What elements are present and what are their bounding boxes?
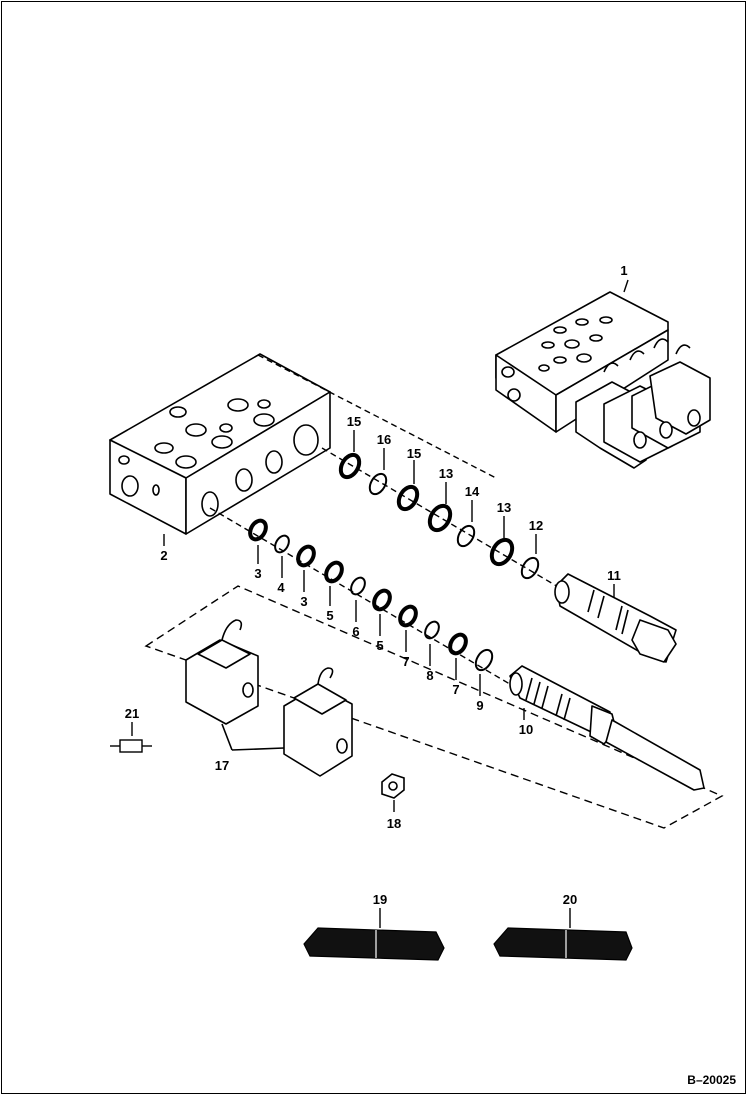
callout-16: 16 [377, 432, 391, 447]
callout-14: 14 [465, 484, 480, 499]
callout-9: 9 [476, 698, 483, 713]
plug-part-11 [554, 573, 677, 663]
callout-3: 3 [254, 566, 261, 581]
valve-body-part-2 [109, 353, 331, 535]
leader-lines-upper [353, 430, 537, 554]
exploded-axis-line [257, 354, 497, 479]
callout-7: 7 [402, 654, 409, 669]
lower-seal-row [248, 518, 494, 672]
callout-10: 10 [519, 722, 533, 737]
callout-1: 1 [620, 263, 627, 278]
figure-reference: B–20025 [687, 1073, 736, 1087]
callout-5-second: 5 [376, 638, 383, 653]
nut-part-18 [381, 773, 405, 799]
callout-6: 6 [352, 624, 359, 639]
solenoid-coils-part-17 [185, 619, 353, 777]
decal-part-20 [493, 927, 633, 961]
callout-labels: 1 2 3 4 3 5 6 5 7 8 7 9 10 11 12 13 14 1… [125, 263, 628, 907]
callout-13: 13 [497, 500, 511, 515]
callout-12: 12 [529, 518, 543, 533]
callout-2: 2 [160, 548, 167, 563]
callout-21: 21 [125, 706, 139, 721]
leader-line [623, 279, 629, 293]
callout-18: 18 [387, 816, 401, 831]
solenoid-assembly-outline [144, 585, 724, 829]
callout-15-second: 15 [407, 446, 421, 461]
callout-8: 8 [426, 668, 433, 683]
callout-5: 5 [326, 608, 333, 623]
callout-11: 11 [607, 568, 621, 583]
leader-lines-lower [257, 545, 481, 696]
callout-15: 15 [347, 414, 361, 429]
callout-7-second: 7 [452, 682, 459, 697]
valve-assembly-part-1 [495, 291, 711, 469]
exploded-axis-line [321, 447, 561, 589]
connector-part-21 [110, 739, 152, 753]
solenoid-stem-part-10 [509, 665, 705, 791]
callout-13-upper: 13 [439, 466, 453, 481]
decal-part-19 [303, 927, 445, 961]
callout-17: 17 [215, 758, 229, 773]
callout-3-second: 3 [300, 594, 307, 609]
callout-19: 19 [373, 892, 387, 907]
upper-seal-row [338, 452, 540, 580]
callout-20: 20 [563, 892, 577, 907]
callout-4: 4 [277, 580, 285, 595]
